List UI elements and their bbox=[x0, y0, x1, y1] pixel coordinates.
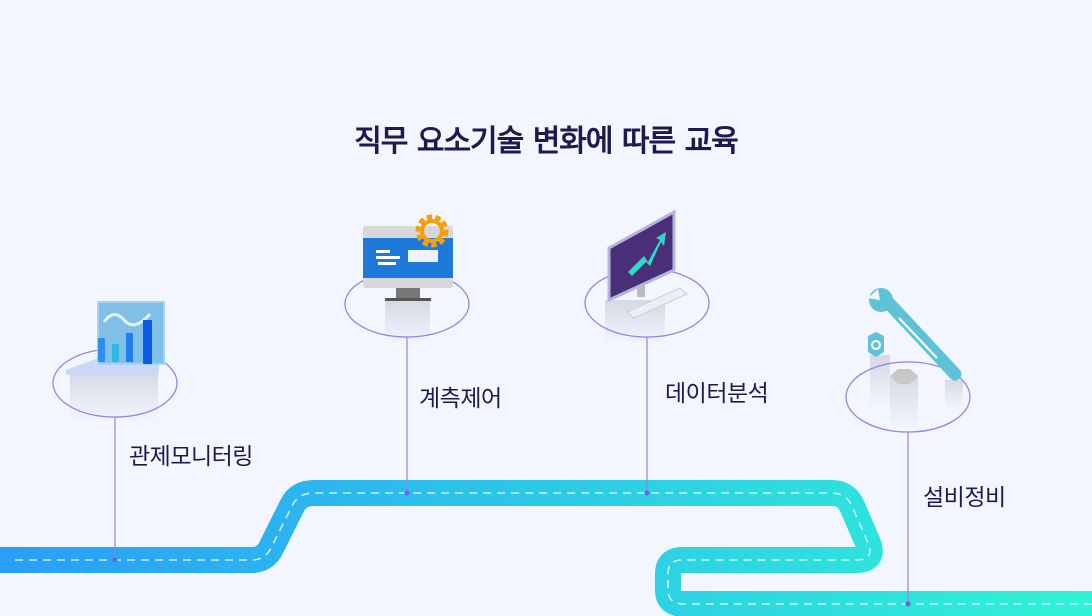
pin-4 bbox=[845, 355, 971, 607]
dashboard-chart-icon bbox=[66, 301, 165, 375]
pin-1 bbox=[52, 348, 178, 563]
page-title: 직무 요소기술 변화에 따른 교육 bbox=[354, 124, 739, 159]
label-data-analysis: 데이터분석 bbox=[665, 381, 769, 407]
pin-2 bbox=[344, 270, 470, 496]
label-measurement-control: 계측제어 bbox=[419, 386, 502, 412]
monitor-gear-icon bbox=[363, 214, 453, 301]
road-path bbox=[0, 480, 1092, 616]
label-control-monitoring: 관제모니터링 bbox=[129, 444, 253, 470]
computer-growth-icon bbox=[607, 209, 688, 319]
label-facility-maintenance: 설비정비 bbox=[923, 485, 1006, 511]
wrench-nut-icon bbox=[868, 288, 962, 384]
